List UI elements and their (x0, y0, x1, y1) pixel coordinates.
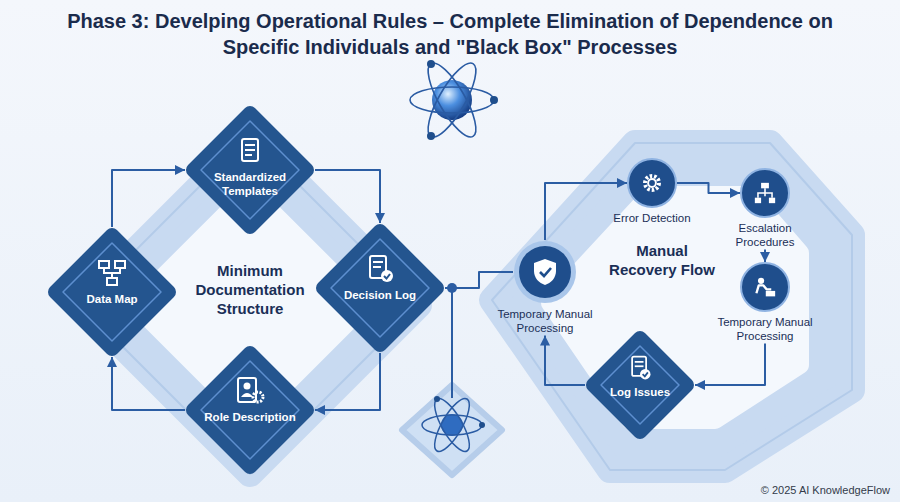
label-box: © 2025 AI KnowledgeFlow (761, 484, 890, 496)
step-circle: Temporary Manual Processing (710, 262, 820, 344)
junction-line (451, 288, 453, 398)
atom-bottom (402, 385, 502, 475)
step-icon (740, 168, 790, 218)
log-icon (364, 253, 396, 285)
atom-top (410, 57, 498, 143)
diamond-outline (315, 223, 445, 353)
step-icon (627, 158, 677, 208)
doc-icon (234, 135, 266, 167)
role-icon (234, 375, 266, 407)
doc-diamond: Data Map (47, 227, 177, 357)
node-label: Temporary Manual Processing (490, 308, 600, 336)
node-label: Temporary Manual Processing (710, 316, 820, 344)
node-label: Role Description (202, 411, 298, 425)
title-box: Phase 3: Develping Operational Rules – C… (60, 8, 840, 60)
step-circle: Escalation Procedures (710, 168, 820, 250)
doc-diamond: Decision Log (315, 223, 445, 353)
copyright-note: © 2025 AI KnowledgeFlow (761, 484, 890, 496)
doc-diamond: Role Description (185, 345, 315, 475)
node-label: Log Issues (600, 386, 680, 400)
node-label: Decision Log (332, 289, 428, 303)
node-label: Escalation Procedures (710, 222, 820, 250)
group-region: Minimum Documentation Structure Standardi… (65, 120, 435, 490)
node-label: Error Detection (602, 212, 702, 226)
node-label: Data Map (64, 293, 160, 307)
step-circle: Temporary Manual Processing (490, 240, 600, 336)
step-icon (740, 262, 790, 312)
group-region: Manual Recovery FlowTemporary Manual Pro… (470, 125, 870, 485)
diamond-outline (47, 227, 177, 357)
diamond-outline (585, 330, 695, 440)
node-label: Standardized Templates (202, 171, 298, 199)
connector (764, 250, 766, 262)
doc-diamond: Standardized Templates (185, 105, 315, 235)
diamond-outline (185, 105, 315, 235)
group-title: Minimum Documentation Structure (175, 262, 325, 318)
group-title: Manual Recovery Flow (607, 242, 717, 280)
map-icon (96, 257, 128, 289)
logdoc-icon (626, 354, 654, 382)
step-icon (513, 240, 577, 304)
diamond-outline (185, 345, 315, 475)
doc-diamond: Log Issues (585, 330, 695, 440)
step-circle: Error Detection (602, 158, 702, 226)
title: Phase 3: Develping Operational Rules – C… (60, 8, 840, 60)
